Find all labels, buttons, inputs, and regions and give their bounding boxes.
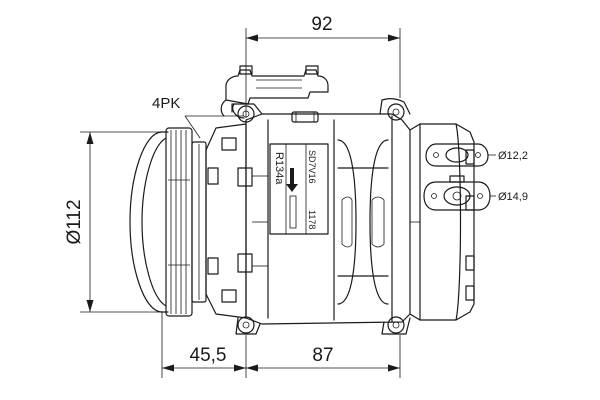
plate-model: SD7V16: [307, 150, 317, 184]
name-plate: R134a SD7V16 1178: [269, 143, 329, 235]
dim-45-5-label: 45,5: [190, 345, 227, 366]
dim-diameter-label: Ø112: [64, 199, 85, 244]
front-housing: [205, 123, 253, 319]
electrical-connector: [220, 65, 329, 119]
dim-92-label: 92: [311, 14, 332, 35]
port-large: Ø14,9: [423, 175, 528, 211]
pulley: [129, 127, 207, 317]
pulley-label: 4PK: [152, 95, 180, 112]
dimension-bottom: 45,5 87: [161, 312, 401, 378]
port-small-label: Ø12,2: [498, 150, 528, 162]
plate-refrigerant: R134a: [273, 152, 285, 185]
dimension-top-width: 92: [245, 14, 401, 118]
compressor-body: [231, 98, 411, 335]
port-small: Ø12,2: [425, 143, 528, 167]
pulley-callout: 4PK: [152, 95, 244, 139]
plate-code: 1178: [307, 210, 317, 229]
dimension-diameter: Ø112: [64, 131, 162, 313]
port-large-label: Ø14,9: [498, 191, 528, 203]
rear-head: [409, 123, 475, 321]
dim-87-label: 87: [312, 345, 333, 366]
